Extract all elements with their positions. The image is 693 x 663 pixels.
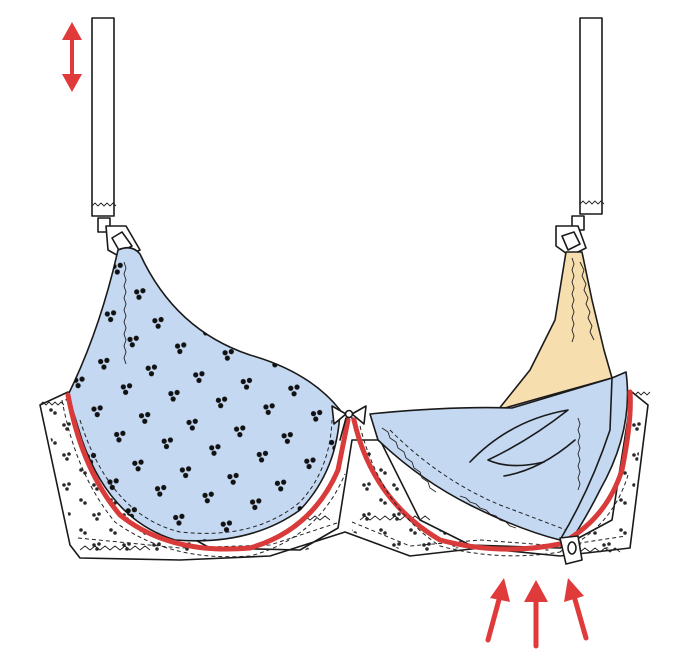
left-strap bbox=[91, 17, 141, 259]
right-strap bbox=[555, 17, 605, 257]
support-arrow-2 bbox=[524, 580, 548, 649]
left-cup bbox=[67, 246, 341, 542]
support-arrows-icon bbox=[485, 578, 589, 649]
support-arrow-3 bbox=[564, 578, 589, 641]
support-arrow-1 bbox=[485, 578, 510, 643]
clasp bbox=[559, 535, 583, 565]
right-cup-flap bbox=[369, 371, 629, 546]
double-headed-vertical-arrow-icon bbox=[62, 22, 82, 92]
right-underwire bbox=[351, 389, 633, 552]
center-bow bbox=[331, 405, 367, 441]
left-underwire bbox=[65, 392, 351, 552]
